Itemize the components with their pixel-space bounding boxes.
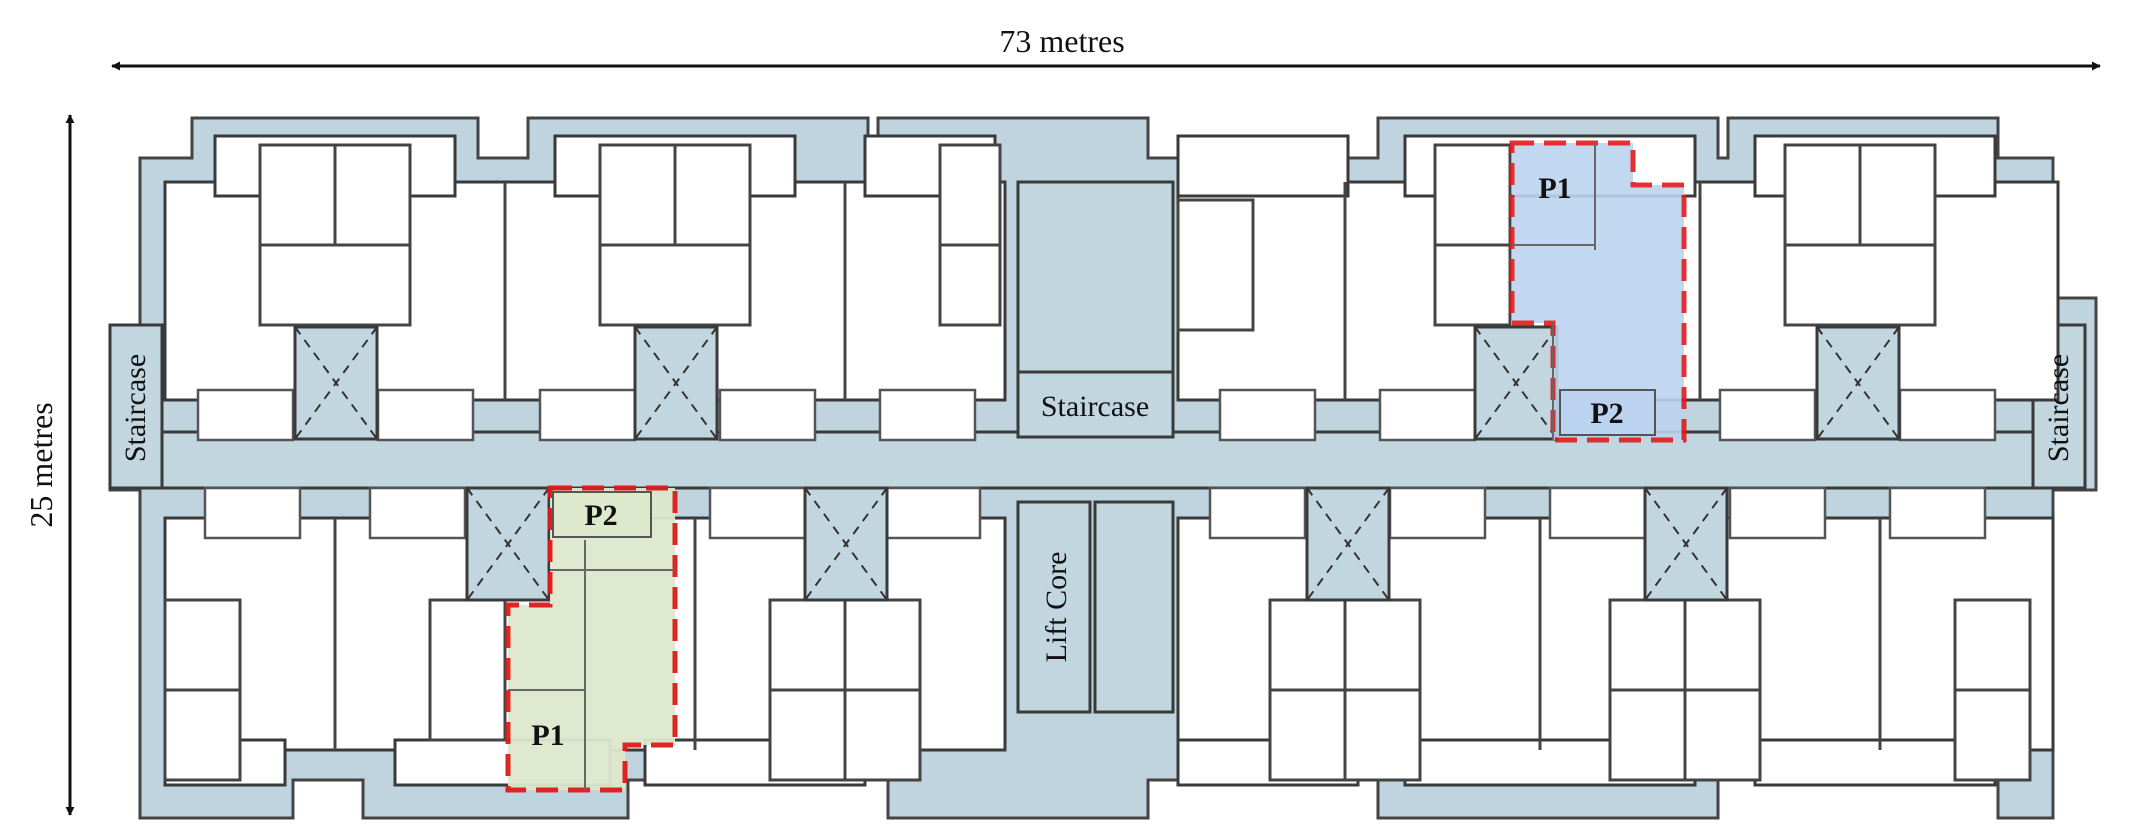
central-shaft-top — [1016, 180, 1175, 374]
left-staircase — [108, 323, 164, 490]
central-staircase — [1016, 370, 1175, 439]
highlight-zone-green — [505, 485, 678, 793]
label-blue-p2: P2 — [1590, 397, 1623, 430]
green-zone-fill — [505, 485, 678, 793]
blue-zone-fill — [1509, 140, 1687, 443]
label-staircase-center: Staircase — [1041, 390, 1149, 423]
service-shafts — [293, 325, 1901, 602]
central-shaft-bottom — [1093, 500, 1175, 714]
label-blue-p1: P1 — [1538, 172, 1571, 205]
label-staircase-left: Staircase — [119, 354, 152, 462]
highlight-zone-blue — [1509, 140, 1687, 443]
width-dimension-label: 73 metres — [999, 23, 1124, 59]
corridor-balconies — [196, 388, 1997, 540]
room-partitions — [163, 143, 2032, 782]
label-staircase-right: Staircase — [2042, 354, 2075, 462]
depth-dimension-label: 25 metres — [23, 402, 59, 527]
label-green-p2: P2 — [584, 499, 617, 532]
lift-core — [1016, 500, 1092, 714]
label-lift-core: Lift Core — [1040, 552, 1073, 663]
central-corridor — [108, 430, 2087, 490]
label-green-p1: P1 — [531, 719, 564, 752]
